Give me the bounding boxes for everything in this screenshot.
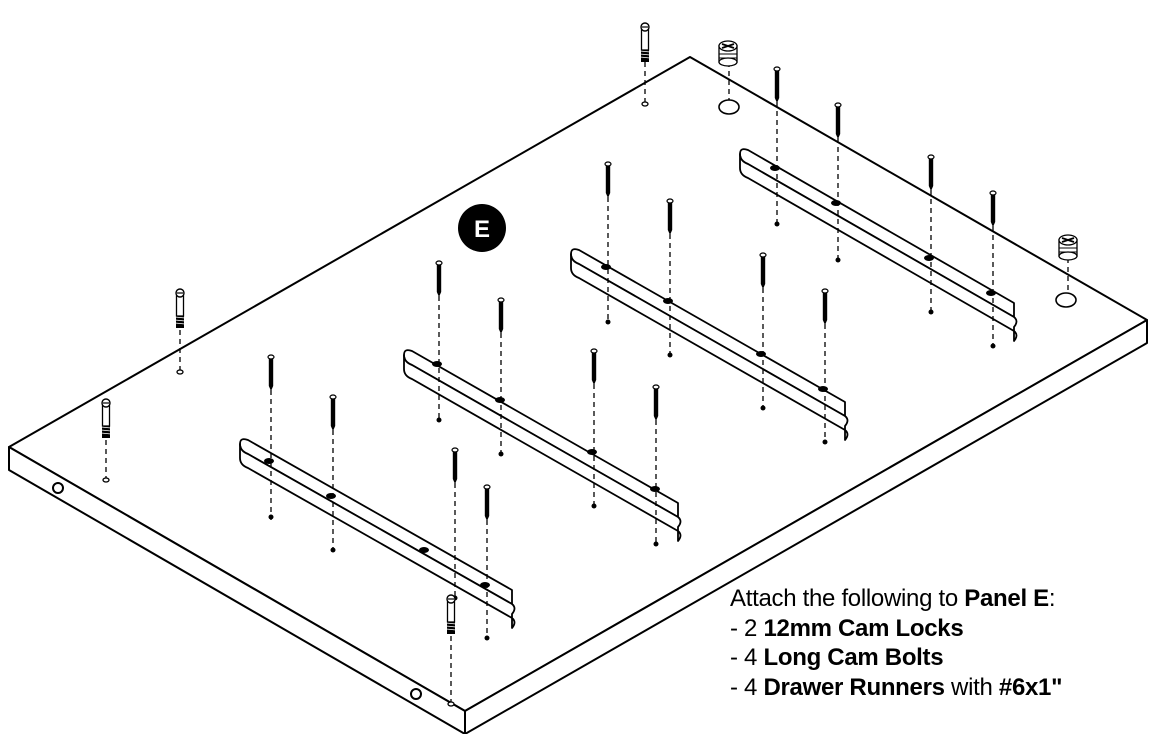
intro-text: Attach the following to: [730, 585, 965, 612]
drawer-runner-3: [570, 248, 849, 441]
cam-lock-guides: [728, 62, 1069, 296]
screw-guides: [270, 102, 994, 640]
instruction-intro: Attach the following to Panel E:: [730, 584, 1145, 614]
instruction-item: - 2 12mm Cam Locks: [730, 614, 1145, 644]
item-extra: #6x1": [998, 673, 1063, 701]
panel-holes: [268, 221, 996, 641]
item-name: Long Cam Bolts: [763, 644, 944, 671]
item-prefix: - 4: [730, 644, 764, 671]
cam-bolt-guides: [105, 62, 646, 702]
instruction-item: - 4 Long Cam Bolts: [730, 643, 1145, 673]
cam-lock-holes: [718, 99, 1077, 308]
intro-end: :: [1048, 585, 1056, 612]
item-name: Drawer Runners: [763, 673, 945, 701]
instruction-item: - 4 Drawer Runners with #6x1": [730, 673, 1145, 703]
drawer-runner-4: [739, 148, 1018, 342]
item-prefix: - 4: [730, 673, 764, 701]
drawer-runner-1: [239, 438, 516, 629]
instructions-text: Attach the following to Panel E: - 2 12m…: [730, 584, 1145, 702]
item-prefix: - 2: [730, 614, 764, 642]
item-suffix: with: [944, 673, 999, 701]
cam-bolt-holes: [102, 101, 649, 707]
drawer-runner-2: [403, 349, 682, 542]
item-name: 12mm Cam Locks: [763, 614, 964, 642]
panel-label: E: [474, 216, 490, 243]
intro-panel: Panel E: [964, 585, 1049, 612]
panel-label-badge: E: [458, 204, 506, 252]
